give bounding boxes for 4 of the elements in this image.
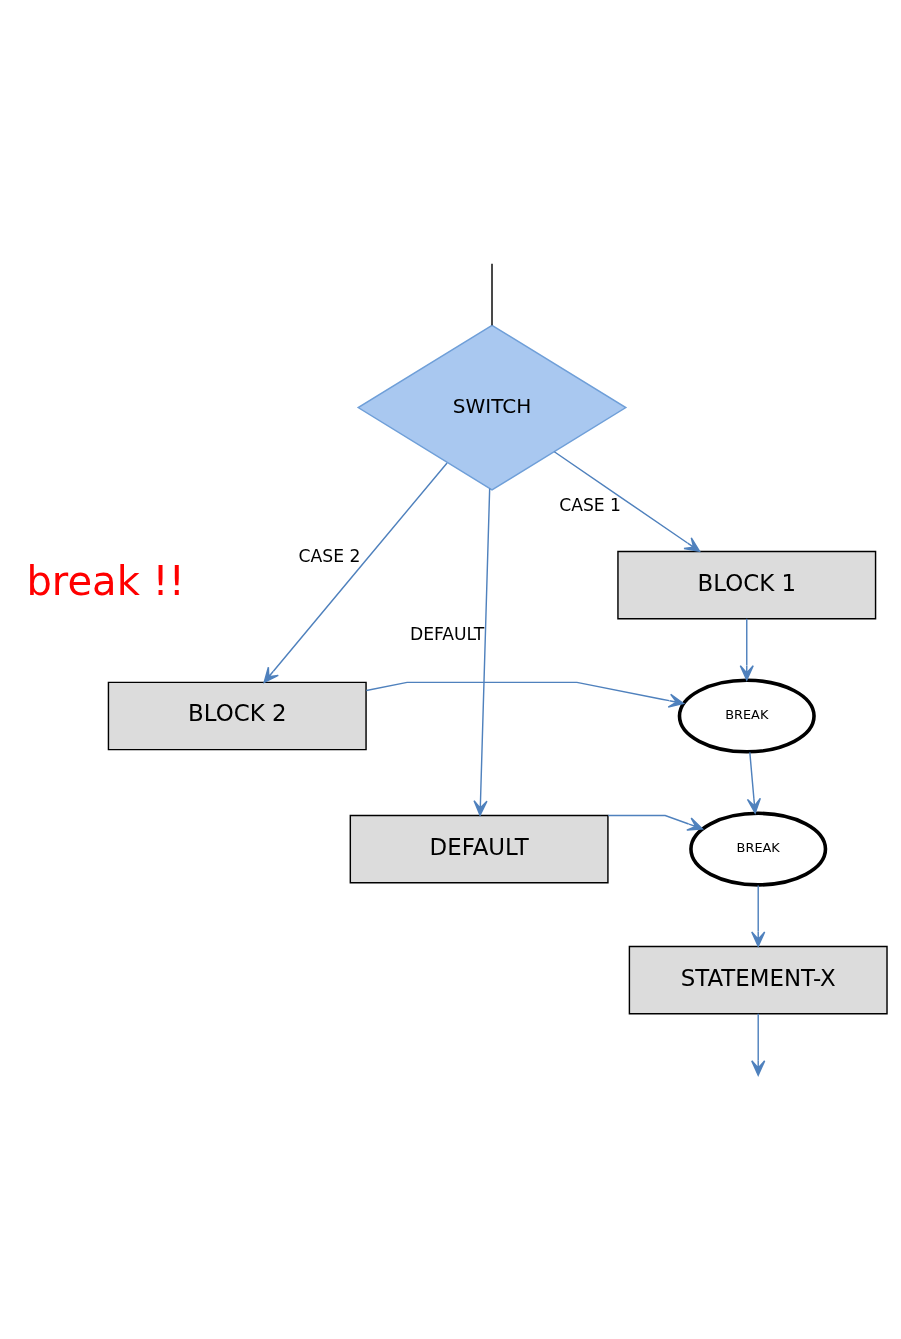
edge-label: CASE 2 [298, 546, 361, 567]
label: break !! [26, 557, 185, 604]
edge-label: CASE 1 [559, 495, 622, 516]
edge-label: DEFAULT [409, 623, 485, 644]
